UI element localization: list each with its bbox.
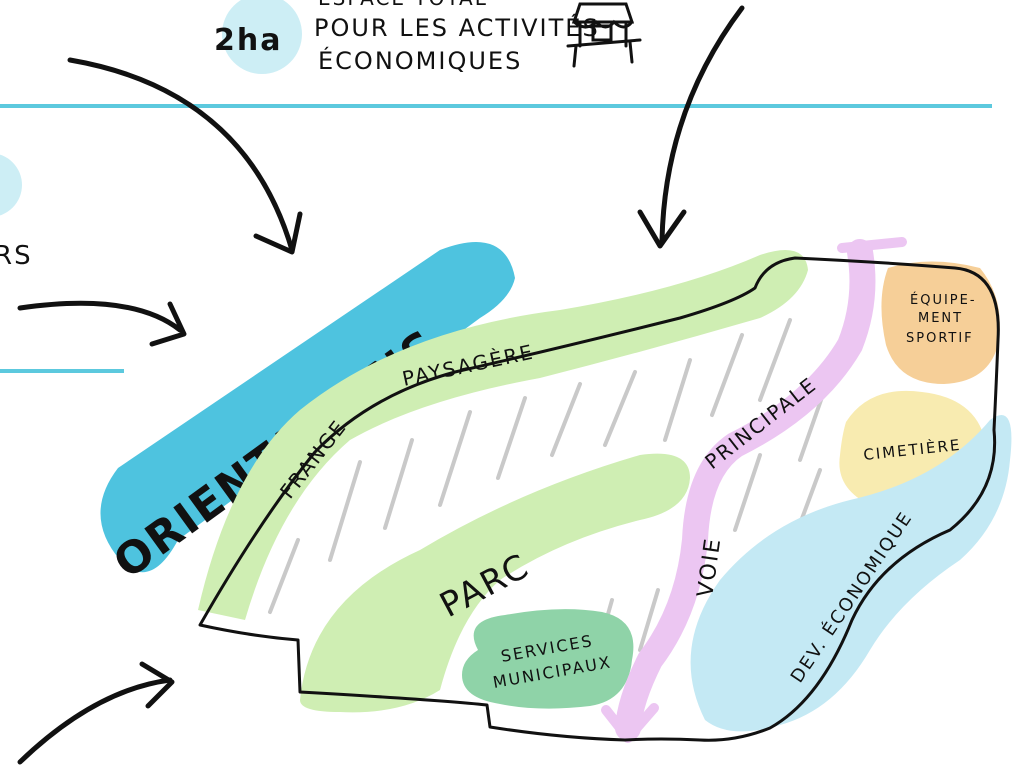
voie-principale-zone — [615, 239, 876, 741]
site-outline — [198, 256, 1000, 742]
market-stall-icon — [566, 2, 642, 68]
header-line-2: ÉCONOMIQUES — [318, 46, 522, 75]
arrow-icon-top-left — [67, 57, 303, 255]
arrow-icon-middle-left — [17, 300, 187, 347]
hatch-pattern — [268, 318, 830, 662]
voie-principale-top-arrow — [837, 237, 907, 253]
dev-economique-zone — [690, 415, 1012, 732]
voie-principale-arrowhead — [601, 703, 659, 743]
arrow-icon-top-right — [637, 5, 745, 249]
left-highlight-circle — [0, 154, 22, 216]
services-municipaux-zone — [462, 609, 634, 709]
equipement-sportif-zone — [881, 261, 1000, 384]
area-highlight-circle — [222, 0, 302, 74]
area-value: 2ha — [214, 23, 282, 58]
frange-paysagere-zone — [198, 250, 808, 620]
parc-zone — [300, 453, 690, 713]
header-line-1: POUR LES ACTIVITÉS — [314, 13, 600, 42]
header-line-cut: ESPACE TOTAL — [318, 0, 488, 10]
equipement-label-line1: ÉQUIPE- — [910, 292, 977, 308]
left-fragment-text: RS — [0, 241, 33, 271]
equipement-label-line3: SPORTIF — [906, 331, 974, 346]
arrow-icon-bottom-left — [17, 661, 175, 765]
equipement-label-line2: MENT — [918, 311, 963, 326]
